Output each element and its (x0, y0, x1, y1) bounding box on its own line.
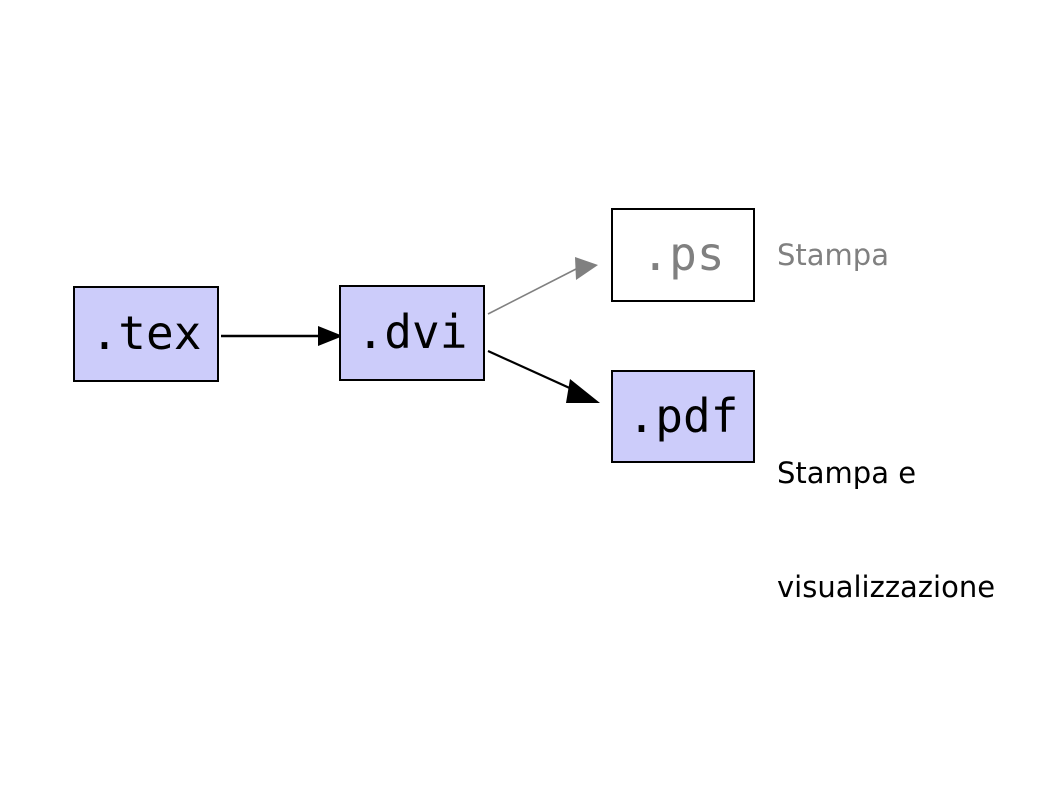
annotation-pdf-note: Stampa e visualizzazione (777, 378, 995, 682)
node-ps-label: .ps (641, 227, 725, 281)
node-dvi[interactable]: .dvi (339, 285, 485, 381)
edge-tex-to-dvi (221, 326, 343, 346)
annotation-pdf-note-line2: visualizzazione (777, 570, 996, 604)
node-pdf[interactable]: .pdf (611, 370, 755, 463)
annotation-pdf-note-line1: Stampa e (777, 456, 917, 490)
node-ps[interactable]: .ps (611, 208, 755, 302)
node-pdf-label: .pdf (627, 388, 739, 443)
node-dvi-label: .dvi (356, 305, 468, 359)
node-tex-label: .tex (90, 306, 202, 360)
edge-dvi-to-pdf (487, 349, 600, 403)
node-tex[interactable]: .tex (73, 286, 219, 382)
annotation-ps-note: Stampa (777, 238, 889, 272)
edge-dvi-to-ps (487, 257, 598, 315)
